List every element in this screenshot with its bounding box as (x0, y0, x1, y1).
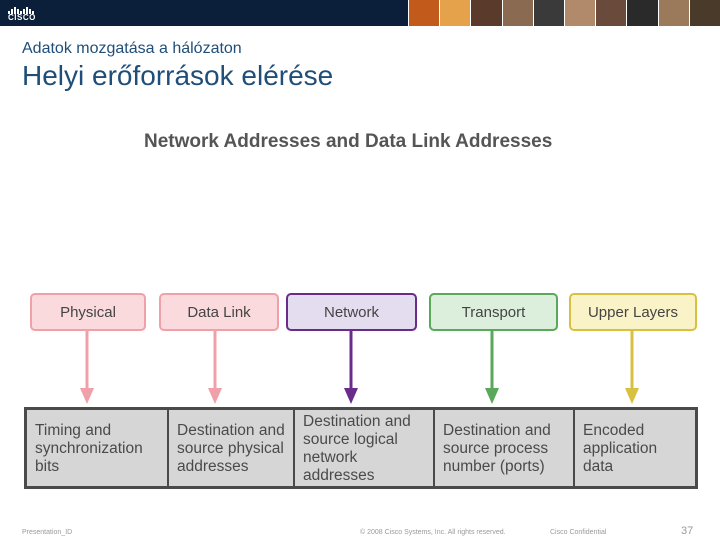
address-bar: Timing and synchronization bits Destinat… (24, 407, 698, 489)
logo-text: CISCO (8, 13, 36, 22)
footer-confidential: Cisco Confidential (550, 529, 607, 536)
address-cell-transport: Destination and source process number (p… (435, 410, 575, 486)
layer-label: Transport (461, 303, 526, 321)
top-banner: CISCO (0, 0, 720, 26)
address-cell-upper-layers: Encoded application data (575, 410, 695, 486)
arrow-transport (485, 331, 499, 404)
layer-label: Physical (60, 303, 116, 321)
layer-upper-layers: Upper Layers (569, 293, 697, 331)
address-text: Destination and source logical network a… (303, 413, 411, 484)
arrow-network (344, 331, 358, 404)
address-text: Destination and source physical addresse… (177, 422, 285, 475)
address-cell-network: Destination and source logical network a… (295, 410, 435, 486)
slide-title: Helyi erőforrások elérése (22, 60, 334, 91)
diagram-title: Network Addresses and Data Link Addresse… (144, 131, 553, 152)
slide-subtitle: Adatok mozgatása a hálózaton (22, 40, 242, 57)
address-text: Timing and synchronization bits (35, 422, 143, 475)
layer-transport: Transport (429, 293, 558, 331)
address-cell-physical: Timing and synchronization bits (27, 410, 169, 486)
address-text: Encoded application data (583, 422, 658, 475)
layer-label: Upper Layers (587, 303, 679, 321)
cisco-bars-icon (8, 5, 36, 14)
layer-label: Data Link (187, 303, 251, 321)
arrow-physical (80, 331, 94, 404)
layer-network: Network (286, 293, 417, 331)
arrow-upper-layers (625, 331, 639, 404)
footer-left: Presentation_ID (22, 529, 73, 536)
cisco-logo: CISCO (8, 5, 36, 22)
address-text: Destination and source process number (p… (443, 422, 551, 475)
footer-copyright: © 2008 Cisco Systems, Inc. All rights re… (360, 529, 506, 536)
banner-photos (408, 0, 720, 26)
layer-label: Network (323, 303, 379, 321)
arrow-data-link (208, 331, 222, 404)
address-cell-data-link: Destination and source physical addresse… (169, 410, 295, 486)
page-number: 37 (681, 525, 694, 537)
layer-physical: Physical (30, 293, 146, 331)
layer-data-link: Data Link (159, 293, 279, 331)
